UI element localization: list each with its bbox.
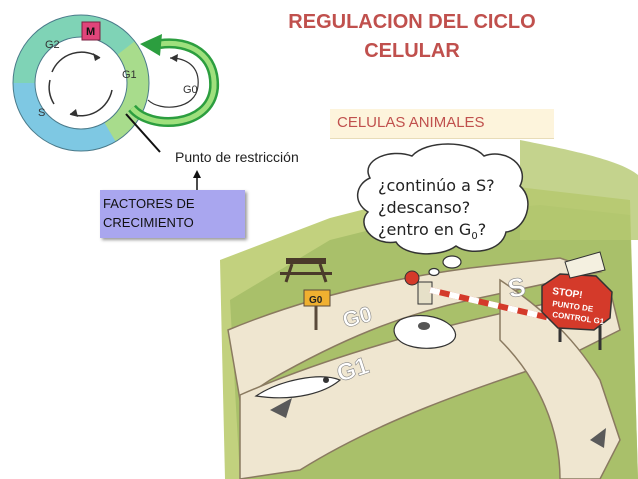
g0-loop: G0 xyxy=(128,34,220,127)
growth-factors-line-2: CRECIMIENTO xyxy=(103,215,194,230)
thought-bubble xyxy=(357,143,529,277)
label-m: M xyxy=(86,26,95,38)
page-title: REGULACION DEL CICLO CELULAR xyxy=(262,8,562,66)
road-s-marking: S xyxy=(505,271,528,304)
road-arrow-icon xyxy=(590,428,606,448)
ring-s-segment xyxy=(13,82,116,151)
bubble-line-1: ¿continúo a S? xyxy=(378,176,495,195)
label-g2: G2 xyxy=(45,39,60,51)
growth-factors-box xyxy=(100,190,245,238)
factors-arrowhead xyxy=(193,170,201,178)
stop-sign-text: STOP! xyxy=(552,286,584,301)
g0-road-sign: G0 xyxy=(303,289,331,330)
stop-sign: STOP! PUNTO DE CONTROL G1 xyxy=(541,273,613,350)
label-s: S xyxy=(38,107,45,119)
direction-sign-icon xyxy=(564,251,606,279)
cell-cycle-wheel: G2 M G1 S xyxy=(12,14,150,152)
road-illustration: G0 G0 G1 S STOP! PU xyxy=(220,140,638,479)
ring-m-segment xyxy=(81,21,101,41)
title-line-2: CELULAR xyxy=(364,40,460,62)
thought-bubble-text: ¿continúo a S? ¿descanso? ¿entro en G0? xyxy=(378,175,495,248)
running-cell-icon xyxy=(254,376,342,399)
resting-cell-icon xyxy=(393,314,457,349)
road-arrow-icon xyxy=(270,398,292,418)
growth-factors-label: FACTORES DE CRECIMIENTO xyxy=(103,194,243,232)
checkpoint-barrier xyxy=(404,270,551,321)
subtitle: CELULAS ANIMALES xyxy=(337,114,485,131)
label-g0: G0 xyxy=(183,84,198,96)
g0-sign-text: G0 xyxy=(309,295,323,306)
ring-g1-segment xyxy=(103,41,149,142)
restriction-point-line xyxy=(125,113,161,153)
label-g1: G1 xyxy=(122,69,137,81)
bubble-line-2: ¿descanso? xyxy=(378,198,471,217)
title-line-1: REGULACION DEL CICLO xyxy=(288,11,536,33)
bubble-line-3: ¿entro en G0? xyxy=(378,220,487,243)
picnic-table-icon xyxy=(280,258,332,283)
restriction-point-label: Punto de restricción xyxy=(175,149,299,165)
subtitle-box xyxy=(330,109,554,139)
growth-factors-line-1: FACTORES DE xyxy=(103,196,195,211)
